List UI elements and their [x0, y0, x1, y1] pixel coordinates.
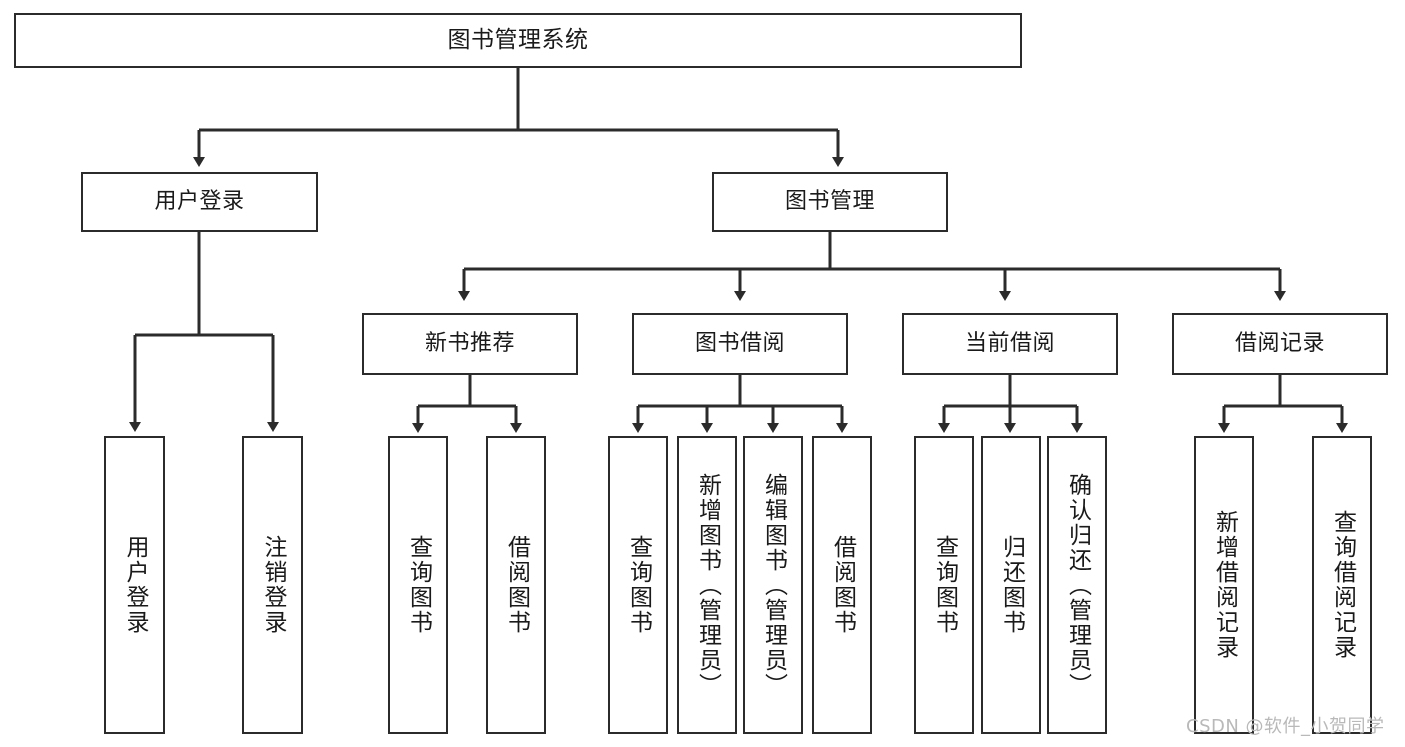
- node-label: 新书推荐: [424, 330, 515, 356]
- leaf-current-return-book[interactable]: 归还图书: [981, 436, 1041, 734]
- node-label: 查询借阅记录: [1329, 510, 1356, 660]
- leaf-borrow-add-book-admin[interactable]: 新增图书（管理员）: [677, 436, 737, 734]
- node-label: 编辑图书（管理员）: [760, 472, 787, 698]
- node-label: 归还图书: [998, 535, 1025, 635]
- node-root-system[interactable]: 图书管理系统: [14, 13, 1022, 68]
- node-label: 查询图书: [625, 535, 652, 635]
- node-borrow-records[interactable]: 借阅记录: [1172, 313, 1388, 375]
- node-label: 当前借阅: [964, 330, 1055, 356]
- node-label: 新增图书（管理员）: [694, 472, 721, 698]
- node-label: 借阅记录: [1234, 330, 1325, 356]
- node-book-borrow[interactable]: 图书借阅: [632, 313, 848, 375]
- node-book-management[interactable]: 图书管理: [712, 172, 948, 232]
- node-label: 用户登录: [154, 188, 245, 214]
- node-label: 用户登录: [122, 535, 148, 635]
- node-label: 图书管理: [784, 188, 875, 214]
- csdn-watermark: CSDN @软件_小贺同学: [1186, 716, 1385, 737]
- node-label: 注销登录: [260, 535, 286, 635]
- node-label: 借阅图书: [829, 535, 856, 635]
- leaf-borrow-query-book[interactable]: 查询图书: [608, 436, 668, 734]
- node-label: 借阅图书: [503, 535, 530, 635]
- leaf-user-login[interactable]: 用户登录: [104, 436, 165, 734]
- leaf-user-logout[interactable]: 注销登录: [242, 436, 303, 734]
- node-label: 查询图书: [931, 535, 958, 635]
- node-label: 图书借阅: [694, 330, 785, 356]
- node-current-borrow[interactable]: 当前借阅: [902, 313, 1118, 375]
- leaf-current-confirm-return-admin[interactable]: 确认归还（管理员）: [1047, 436, 1107, 734]
- node-user-login[interactable]: 用户登录: [81, 172, 318, 232]
- leaf-records-query-record[interactable]: 查询借阅记录: [1312, 436, 1372, 734]
- node-label: 新增借阅记录: [1211, 510, 1238, 660]
- node-label: 图书管理系统: [447, 26, 589, 53]
- leaf-newbook-query-book[interactable]: 查询图书: [388, 436, 448, 734]
- leaf-current-query-book[interactable]: 查询图书: [914, 436, 974, 734]
- node-label: 查询图书: [405, 535, 432, 635]
- leaf-borrow-edit-book-admin[interactable]: 编辑图书（管理员）: [743, 436, 803, 734]
- node-new-book-recommend[interactable]: 新书推荐: [362, 313, 578, 375]
- leaf-newbook-borrow-book[interactable]: 借阅图书: [486, 436, 546, 734]
- leaf-records-add-record[interactable]: 新增借阅记录: [1194, 436, 1254, 734]
- node-label: 确认归还（管理员）: [1064, 472, 1091, 698]
- leaf-borrow-borrow-book[interactable]: 借阅图书: [812, 436, 872, 734]
